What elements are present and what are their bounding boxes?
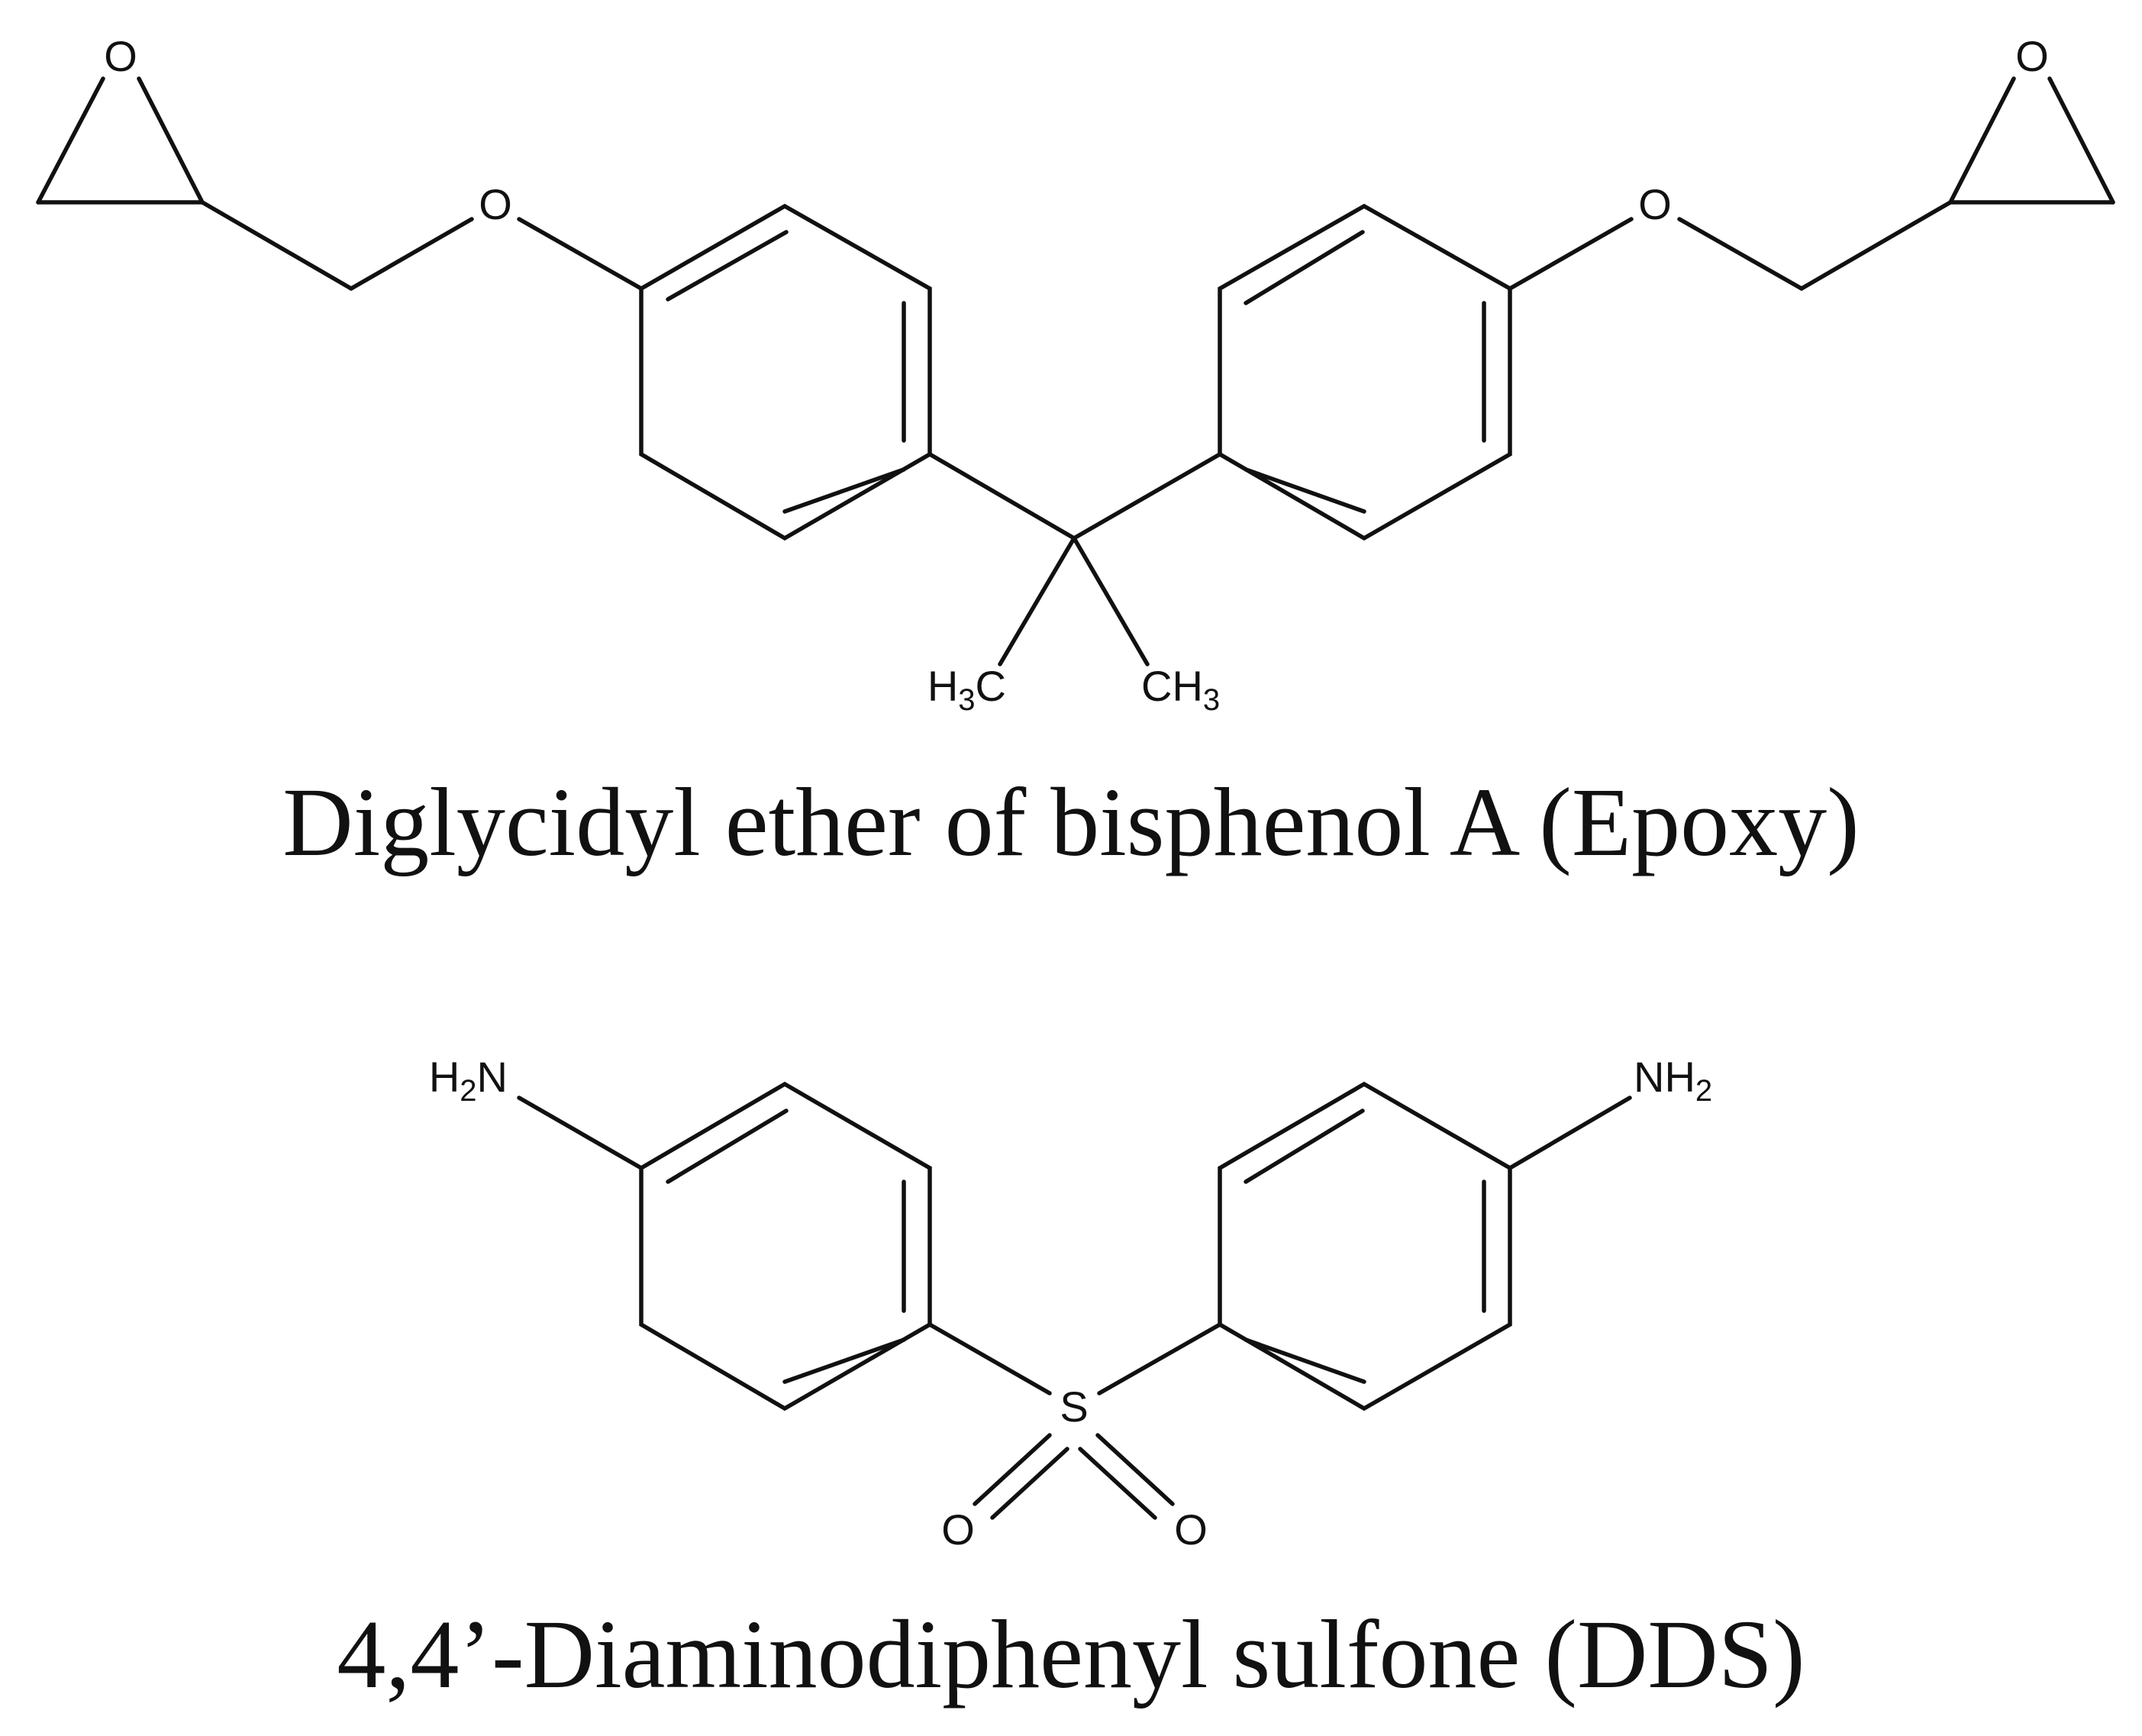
dds-structure: H2N NH2 S O O 4,4’-Diaminodiphenyl sulfo… xyxy=(337,1053,1805,1709)
bond xyxy=(666,230,789,302)
bond xyxy=(517,217,644,291)
bond xyxy=(1244,467,1366,514)
bond xyxy=(137,76,205,205)
atom-label-amine-right: NH2 xyxy=(1634,1053,1712,1108)
bond xyxy=(1072,452,1222,540)
bond xyxy=(927,1322,1052,1396)
atom-label-oxygen: O xyxy=(941,1505,975,1554)
bond xyxy=(666,1108,789,1184)
bond xyxy=(2047,76,2115,205)
bond xyxy=(1948,76,2016,205)
bond xyxy=(1508,1095,1632,1170)
atom-label-methyl-left: H3C xyxy=(927,662,1006,717)
bond xyxy=(349,217,474,291)
bond xyxy=(1244,1108,1365,1184)
bond xyxy=(1508,217,1634,291)
atom-label-oxygen: O xyxy=(1174,1505,1208,1554)
bond xyxy=(1097,1322,1222,1396)
bond xyxy=(1244,230,1365,305)
bond xyxy=(1677,217,1804,291)
bond xyxy=(517,1095,644,1170)
bond xyxy=(36,76,105,205)
bond xyxy=(1095,1433,1175,1506)
benzene-ring-left xyxy=(639,1081,932,1412)
atom-label-sulfur: S xyxy=(1060,1383,1088,1431)
caption-epoxy: Diglycidyl ether of bisphenol A (Epoxy) xyxy=(282,768,1859,876)
bond xyxy=(1072,536,1150,666)
bond xyxy=(1799,200,1953,291)
bond xyxy=(990,1447,1069,1520)
atom-label-oxygen: O xyxy=(1638,180,1672,228)
epoxy-structure: O O O O H3C CH3 Diglycidyl ether of bisp… xyxy=(36,32,2115,876)
atom-label-methyl-right: CH3 xyxy=(1141,662,1220,717)
atom-label-oxygen: O xyxy=(479,180,512,228)
benzene-ring-right xyxy=(1218,1081,1512,1412)
benzene-ring-left xyxy=(639,203,932,541)
bond xyxy=(782,1337,906,1384)
bond xyxy=(200,200,353,291)
atom-label-oxygen: O xyxy=(2015,32,2049,80)
caption-dds: 4,4’-Diaminodiphenyl sulfone (DDS) xyxy=(337,1600,1805,1709)
bond xyxy=(927,452,1076,540)
bond xyxy=(782,467,906,514)
atom-label-amine-left: H2N xyxy=(429,1053,508,1108)
bond xyxy=(1078,1447,1157,1520)
bond xyxy=(1244,1337,1366,1384)
bond xyxy=(998,536,1076,666)
bond xyxy=(973,1433,1052,1506)
benzene-ring-right xyxy=(1218,203,1512,541)
atom-label-oxygen: O xyxy=(104,32,137,80)
